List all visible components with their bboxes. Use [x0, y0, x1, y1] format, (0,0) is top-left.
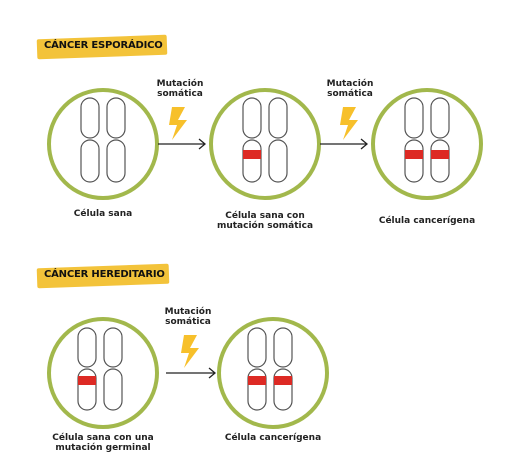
hereditary-arrow-1: [166, 335, 217, 379]
chromosome-pair: [77, 327, 123, 411]
cell-membrane: [371, 88, 483, 200]
arrow-head-icon: [198, 138, 207, 150]
lightning-bolt-icon: [340, 107, 358, 140]
mutation-band: [248, 376, 266, 385]
chromosome-pair: [404, 97, 450, 183]
chromosome-arm: [268, 97, 288, 139]
sporadic-cell-2: [209, 88, 321, 200]
chromosome-pair: [247, 327, 293, 411]
chromosome-arm: [430, 97, 450, 139]
chromosome-arm: [106, 139, 126, 183]
lightning-bolt-icon: [169, 107, 187, 140]
chromosome-arm: [404, 97, 424, 139]
sporadic-arrow-2-label: Mutación somática: [320, 79, 380, 99]
mutation-label-line: somática: [165, 317, 211, 327]
cell-label-line: Célula sana con una: [52, 433, 154, 443]
hereditary-cell-2-label: Célula cancerígena: [218, 433, 328, 443]
chromosome-pair: [242, 97, 288, 183]
sporadic-arrow-1-label: Mutación somática: [150, 79, 210, 99]
hereditary-cell-2: [217, 317, 329, 429]
mutation-band: [243, 150, 261, 159]
chromosome-arm: [103, 368, 123, 411]
chromosome-arm: [103, 327, 123, 368]
sporadic-cell-1-label: Célula sana: [53, 209, 153, 219]
chromosome-arm: [80, 139, 100, 183]
chromosome-arm: [247, 327, 267, 368]
cell-label-line: mutación germinal: [55, 443, 151, 453]
sporadic-arrow-2: [320, 107, 369, 150]
sporadic-arrow-1: [158, 107, 207, 150]
cell-membrane: [209, 88, 321, 200]
mutation-label-line: Mutación: [156, 79, 204, 89]
chromosome-arm: [242, 97, 262, 139]
mutation-label-line: somática: [157, 89, 203, 99]
chromosome-arm: [404, 139, 424, 183]
sporadic-cell-1: [47, 88, 159, 200]
lightning-bolt-icon: [181, 335, 199, 368]
arrow-head-icon: [360, 138, 369, 150]
chromosome-arm: [77, 368, 97, 411]
chromosome-arm: [247, 368, 267, 411]
mutation-band: [274, 376, 292, 385]
sporadic-cell-3-label: Célula cancerígena: [372, 216, 482, 226]
cell-membrane: [217, 317, 329, 429]
chromosome-pair: [80, 97, 126, 183]
chromosome-arm: [242, 139, 262, 183]
hereditary-title: CÁNCER HEREDITARIO: [44, 269, 165, 280]
mutation-band: [431, 150, 449, 159]
cell-membrane: [47, 317, 159, 429]
mutation-label-line: Mutación: [326, 79, 374, 89]
cell-label-line: Célula cancerígena: [378, 216, 476, 226]
cell-label-line: Célula cancerígena: [224, 433, 322, 443]
chromosome-arm: [273, 327, 293, 368]
mutation-band: [405, 150, 423, 159]
cell-label-line: Célula sana: [73, 209, 133, 219]
hereditary-cell-1-label: Célula sana con una mutación germinal: [38, 433, 168, 453]
sporadic-cell-2-label: Célula sana con mutación somática: [205, 211, 325, 231]
arrow-head-icon: [208, 367, 217, 379]
cell-label-line: mutación somática: [216, 221, 314, 231]
mutation-band: [78, 376, 96, 385]
chromosome-arm: [80, 97, 100, 139]
mutation-label-line: Mutación: [164, 307, 212, 317]
chromosome-arm: [273, 368, 293, 411]
hereditary-cell-1: [47, 317, 159, 429]
sporadic-cell-3: [371, 88, 483, 200]
cell-label-line: Célula sana con: [225, 211, 305, 221]
chromosome-arm: [268, 139, 288, 183]
chromosome-arm: [106, 97, 126, 139]
cell-membrane: [47, 88, 159, 200]
chromosome-arm: [77, 327, 97, 368]
sporadic-title: CÁNCER ESPORÁDICO: [44, 40, 163, 51]
mutation-label-line: somática: [327, 89, 373, 99]
hereditary-arrow-1-label: Mutación somática: [158, 307, 218, 327]
chromosome-arm: [430, 139, 450, 183]
